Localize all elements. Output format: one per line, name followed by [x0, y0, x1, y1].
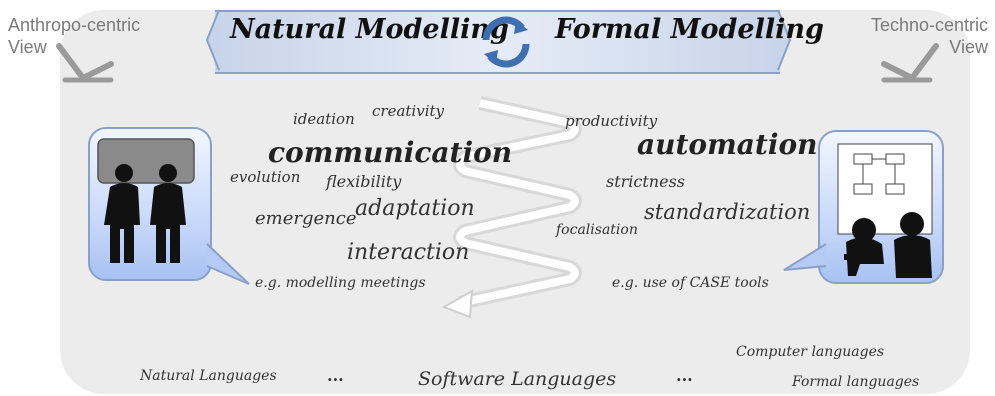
ellipsis-left: ...: [327, 366, 344, 385]
view-label-line-1: Anthropo-centric: [8, 15, 141, 35]
view-label-line-2: View: [949, 37, 988, 57]
card-callout-tail: [783, 243, 827, 271]
view-label-line-1: Techno-centric: [870, 15, 988, 35]
zigzag-arrow: [441, 96, 582, 319]
keyword-ideation: ideation: [293, 110, 355, 128]
keyword-evolution: evolution: [230, 168, 301, 186]
keyword-creativity: creativity: [372, 102, 444, 120]
keyword-communication: communication: [268, 136, 513, 169]
view-label-line-2: View: [8, 37, 47, 57]
example-case-tools: e.g. use of CASE tools: [612, 275, 769, 291]
formal-languages-label: Formal languages: [792, 374, 920, 390]
anthropo-centric-view-label: Anthropo-centric View: [8, 14, 140, 58]
natural-languages-label: Natural Languages: [140, 368, 277, 384]
keyword-standardization: standardization: [644, 200, 811, 224]
keyword-strictness: strictness: [606, 172, 685, 191]
formal-modelling-title: Formal Modelling: [555, 14, 824, 45]
example-modelling-meetings: e.g. modelling meetings: [255, 275, 426, 291]
keyword-flexibility: flexibility: [326, 172, 402, 191]
keyword-interaction: interaction: [347, 240, 470, 265]
cycle-arrows-icon: [482, 16, 530, 68]
ellipsis-right: ...: [676, 366, 693, 385]
banner-right-arrow-tip: [777, 9, 792, 71]
case-tool-card: [818, 130, 944, 284]
people-talking-icon: [97, 138, 195, 263]
keyword-automation: automation: [637, 128, 818, 161]
keyword-emergence: emergence: [255, 208, 357, 229]
software-languages-label: Software Languages: [418, 368, 617, 390]
view-eye-icon: [56, 43, 114, 83]
view-eye-icon: [881, 43, 939, 83]
card-callout-tail: [206, 243, 250, 285]
keyword-adaptation: adaptation: [355, 196, 475, 221]
natural-modelling-title: Natural Modelling: [230, 14, 509, 45]
modelling-meeting-card: [88, 127, 212, 281]
keyword-focalisation: focalisation: [556, 222, 638, 238]
computer-languages-label: Computer languages: [736, 344, 885, 360]
keyword-productivity: productivity: [565, 112, 658, 130]
computer-users-icon: [837, 143, 933, 278]
techno-centric-view-label: Techno-centric View: [868, 14, 988, 58]
banner-left-arrow-tip: [205, 9, 220, 71]
